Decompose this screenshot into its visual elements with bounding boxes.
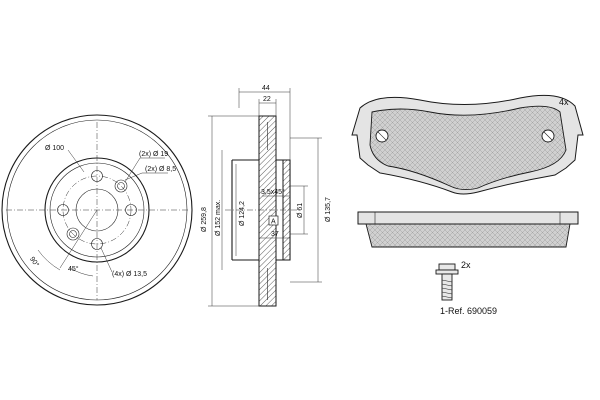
disc-section-ring: [258, 115, 277, 307]
brake-pad-side-view: [357, 211, 579, 248]
dim-angle-45: 45°: [68, 265, 79, 273]
locating-hole: [69, 230, 77, 238]
dim-angle-90: 90°: [28, 255, 41, 268]
dim-22: 22: [263, 96, 271, 103]
pad-quantity: 4x: [559, 97, 569, 107]
angle-arc-45: [69, 267, 94, 277]
locating-hole: [117, 182, 125, 190]
dim-holes-13-5: (4x) Ø 13,5: [112, 271, 147, 278]
bolt-head: [438, 263, 456, 271]
bolt-quantity: 2x: [461, 260, 471, 270]
bolt-thread: [441, 279, 453, 299]
dim-37: 37: [271, 231, 279, 238]
dim-holes-19: (2x) Ø 19: [139, 151, 168, 158]
marker-box-a: [268, 215, 279, 226]
leader-line: [124, 172, 143, 181]
disc-outer-edge: [1, 114, 193, 306]
bolt-drawing: 2x 1-Ref. 690059: [435, 260, 497, 316]
brake-pad-front-view: 4x: [351, 94, 584, 195]
hole-mark: [543, 131, 553, 141]
disc-section-view: 44 22 Ø 259,8 Ø 152 max. Ø 124,2 Ø 61 Ø …: [201, 85, 332, 307]
disc-front-view: Ø 100 (2x) Ø 19 (2x) Ø 8,5 90° 45° (4x) …: [1, 114, 193, 306]
pad-side-backing: [357, 211, 579, 225]
hole-mark: [377, 131, 387, 141]
locating-hole-ring: [114, 179, 128, 193]
dim-holes-8-5: (2x) Ø 8,5: [145, 166, 176, 173]
dim-dia-61: Ø 61: [297, 203, 304, 218]
bolt-hole: [125, 204, 137, 216]
dim-dia-259-8: Ø 259,8: [201, 207, 208, 232]
bolt-shank: [441, 273, 453, 301]
leader-line: [124, 157, 141, 183]
bolt-hole: [91, 238, 103, 250]
dim-dia-124-2: Ø 124,2: [239, 201, 246, 226]
leader-line: [100, 247, 113, 273]
locating-hole-ring: [66, 227, 80, 241]
disc-hat-flange: [232, 159, 259, 261]
angle-ray: [59, 209, 98, 269]
pad-side-friction: [365, 223, 571, 248]
leader-line: [67, 149, 85, 173]
bolt-reference: 1-Ref. 690059: [440, 306, 497, 316]
bolt-flange: [435, 269, 459, 275]
marker-a: A: [271, 219, 276, 226]
dim-44: 44: [262, 85, 270, 92]
angle-arc-90: [37, 249, 61, 271]
bolt-hole: [57, 204, 69, 216]
dim-dia-152: Ø 152 max.: [215, 200, 222, 236]
pad-friction-material: [369, 105, 567, 191]
dim-dia-100: Ø 100: [45, 145, 64, 152]
dim-chamfer: 3,5x45°: [261, 188, 285, 196]
dim-dia-135-7: Ø 135,7: [325, 197, 332, 222]
